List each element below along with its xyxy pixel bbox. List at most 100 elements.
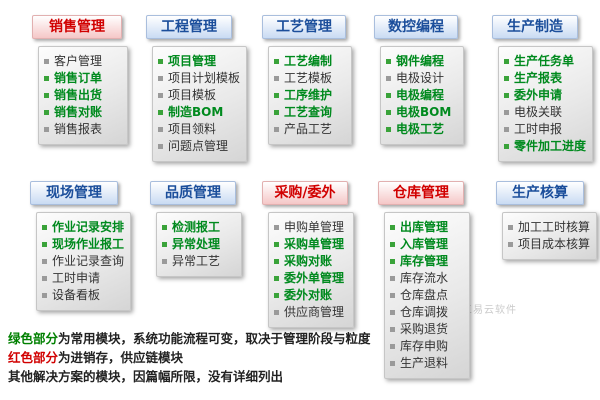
bullet-square-icon xyxy=(508,242,513,247)
module-item: 零件加工进度 xyxy=(504,138,586,155)
bullet-square-icon xyxy=(390,293,395,298)
group-title: 工程管理 xyxy=(146,15,232,39)
module-item-label: 销售对账 xyxy=(54,105,103,119)
bullet-square-icon xyxy=(390,327,395,332)
module-item: 项目成本核算 xyxy=(508,236,590,253)
group-items: 生产任务单生产报表委外申请电极关联工时申报零件加工进度 xyxy=(498,46,594,162)
legend-prefix: 红色部分 xyxy=(8,350,59,365)
module-item: 电极编程 xyxy=(386,87,457,104)
bullet-square-icon xyxy=(162,225,167,230)
module-group-purchase-outsource: 采购/委外 申购单管理采购单管理采购对账委外单管理委外对账供应商管理 xyxy=(262,181,354,328)
module-item: 库存流水 xyxy=(390,270,463,287)
bullet-square-icon xyxy=(508,225,513,230)
module-item: 项目模板 xyxy=(158,87,240,104)
module-item: 生产报表 xyxy=(504,70,586,87)
module-item: 制造BOM xyxy=(158,104,240,121)
module-item-label: 工时申请 xyxy=(52,271,101,285)
bullet-square-icon xyxy=(390,276,395,281)
bullet-square-icon xyxy=(274,59,279,64)
group-items: 出库管理入库管理库存管理库存流水仓库盘点仓库调拨采购退货库存申购生产退料 xyxy=(384,212,470,379)
legend-prefix: 绿色部分 xyxy=(8,331,59,346)
bullet-square-icon xyxy=(390,259,395,264)
module-item-label: 销售报表 xyxy=(54,122,103,136)
module-item-label: 电极设计 xyxy=(396,71,445,85)
module-item: 销售订单 xyxy=(44,70,121,87)
module-group-sales: 销售管理 客户管理销售订单销售出货销售对账销售报表 xyxy=(32,15,128,145)
module-item-label: 库存流水 xyxy=(400,271,449,285)
bullet-square-icon xyxy=(162,259,167,264)
module-item: 生产退料 xyxy=(390,355,463,372)
legend-text: 为进销存，供应链模块 xyxy=(58,350,184,365)
module-item: 申购单管理 xyxy=(274,219,347,236)
module-item-label: 问题点管理 xyxy=(168,139,229,153)
bullet-square-icon xyxy=(158,59,163,64)
group-items: 作业记录安排现场作业报工作业记录查询工时申请设备看板 xyxy=(36,212,132,311)
module-item: 项目领料 xyxy=(158,121,240,138)
module-item: 产品工艺 xyxy=(274,121,345,138)
bullet-square-icon xyxy=(504,110,509,115)
module-group-manufacturing: 生产制造 生产任务单生产报表委外申请电极关联工时申报零件加工进度 xyxy=(492,15,594,162)
module-item-label: 项目模板 xyxy=(168,88,217,102)
legend-line: 其他解决方案的模块，因篇幅所限，没有详细列出 xyxy=(8,367,371,386)
module-item-label: 钢件编程 xyxy=(396,54,445,68)
module-item-label: 供应商管理 xyxy=(284,305,345,319)
module-item: 异常处理 xyxy=(162,236,235,253)
bullet-square-icon xyxy=(162,242,167,247)
bullet-square-icon xyxy=(274,242,279,247)
module-item-label: 工艺查询 xyxy=(284,105,333,119)
module-item: 工艺编制 xyxy=(274,53,345,70)
module-item: 项目计划模板 xyxy=(158,70,240,87)
module-group-warehouse: 仓库管理 出库管理入库管理库存管理库存流水仓库盘点仓库调拨采购退货库存申购生产退… xyxy=(378,181,470,379)
bullet-square-icon xyxy=(386,127,391,132)
bullet-square-icon xyxy=(44,127,49,132)
bullet-square-icon xyxy=(504,127,509,132)
bullet-square-icon xyxy=(274,93,279,98)
group-items: 申购单管理采购单管理采购对账委外单管理委外对账供应商管理 xyxy=(268,212,354,328)
bullet-square-icon xyxy=(42,242,47,247)
module-item: 电极工艺 xyxy=(386,121,457,138)
module-item-label: 电极编程 xyxy=(396,88,445,102)
module-item-label: 项目计划模板 xyxy=(168,71,241,85)
module-item: 电极BOM xyxy=(386,104,457,121)
bullet-square-icon xyxy=(274,310,279,315)
legend-text: 其他解决方案的模块，因篇幅所限，没有详细列出 xyxy=(8,369,284,384)
bullet-square-icon xyxy=(274,127,279,132)
module-item: 供应商管理 xyxy=(274,304,347,321)
bullet-square-icon xyxy=(44,93,49,98)
module-item: 工时申请 xyxy=(42,270,124,287)
bullet-square-icon xyxy=(386,93,391,98)
module-group-site-management: 现场管理 作业记录安排现场作业报工作业记录查询工时申请设备看板 xyxy=(30,181,132,311)
bullet-square-icon xyxy=(44,76,49,81)
module-item-label: 加工工时核算 xyxy=(518,220,591,234)
module-item-label: 委外对账 xyxy=(284,288,333,302)
bullet-square-icon xyxy=(42,259,47,264)
bullet-square-icon xyxy=(44,59,49,64)
module-item: 委外申请 xyxy=(504,87,586,104)
module-item-label: 客户管理 xyxy=(54,54,103,68)
bullet-square-icon xyxy=(390,242,395,247)
group-title: 生产核算 xyxy=(496,181,584,205)
module-item-label: 作业记录安排 xyxy=(52,220,125,234)
bullet-square-icon xyxy=(42,225,47,230)
module-item: 仓库盘点 xyxy=(390,287,463,304)
bullet-square-icon xyxy=(158,76,163,81)
module-item-label: 作业记录查询 xyxy=(52,254,125,268)
module-item-label: 销售出货 xyxy=(54,88,103,102)
module-item: 工序维护 xyxy=(274,87,345,104)
module-item: 生产任务单 xyxy=(504,53,586,70)
module-item-label: 工艺编制 xyxy=(284,54,333,68)
module-item: 采购退货 xyxy=(390,321,463,338)
group-title: 销售管理 xyxy=(32,15,122,39)
bullet-square-icon xyxy=(274,276,279,281)
group-title: 数控编程 xyxy=(374,15,458,39)
module-group-quality: 品质管理 检测报工异常处理异常工艺 xyxy=(150,181,242,277)
bullet-square-icon xyxy=(386,110,391,115)
module-item-label: 采购退货 xyxy=(400,322,449,336)
legend-line: 红色部分为进销存，供应链模块 xyxy=(8,348,371,367)
module-group-production-costing: 生产核算 加工工时核算项目成本核算 xyxy=(496,181,598,260)
module-item-label: 现场作业报工 xyxy=(52,237,125,251)
module-item-label: 工时申报 xyxy=(514,122,563,136)
module-item: 问题点管理 xyxy=(158,138,240,155)
